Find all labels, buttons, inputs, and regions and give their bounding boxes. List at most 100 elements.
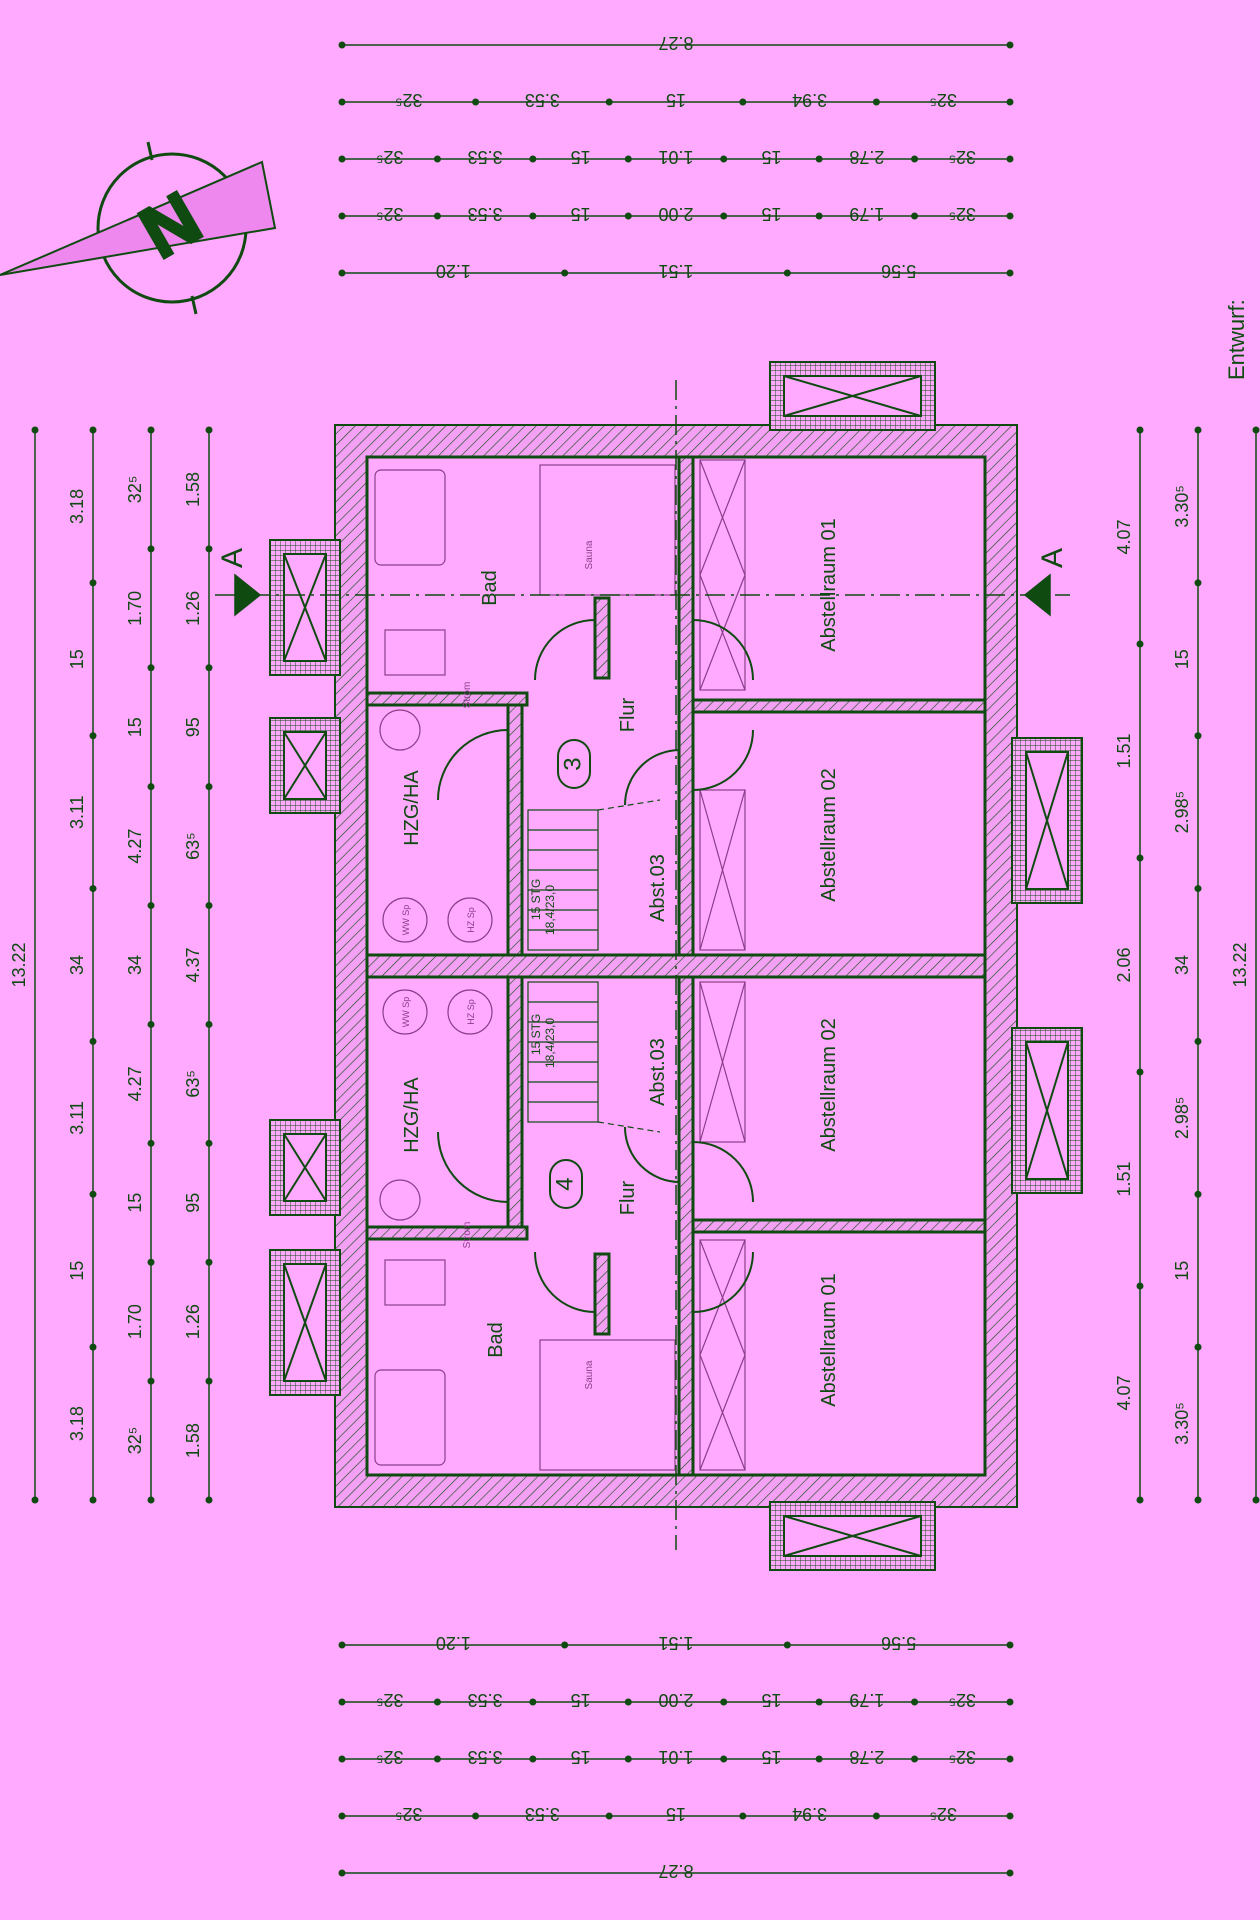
unit-badge-3: 3 (557, 739, 591, 789)
section-marker-right: A (1036, 548, 1069, 568)
top-dim-tick (561, 269, 569, 277)
bottom-dim-label: 15 (666, 1804, 686, 1824)
top-dim-tick (815, 155, 823, 163)
top-dim-label: 32⁵ (929, 90, 956, 110)
dimension-chains: 8.2732⁵3.94153.5332⁵32⁵2.78151.01153.533… (9, 33, 1260, 1881)
left-dim-tick (31, 1496, 39, 1504)
bottom-dim-tick (1006, 1812, 1014, 1820)
room-storage-b-4: Abstellraum 02 (818, 1018, 840, 1151)
left-dim-tick (89, 732, 97, 740)
top-dim-tick (1006, 269, 1014, 277)
left-dim-label: 3.18 (67, 489, 87, 524)
room-storage-a-4: Abstellraum 01 (818, 1273, 840, 1406)
bottom-dim-label: 32⁵ (395, 1804, 422, 1824)
section-marker-left: A (216, 548, 249, 568)
bottom-dim-label: 1.01 (658, 1747, 693, 1767)
right-dim-label: 2.98⁵ (1172, 1097, 1192, 1140)
left-dim-label: 1.26 (183, 591, 203, 626)
right-dim-tick (1194, 1037, 1202, 1045)
fixture-hz-tank-top: HZ Sp (466, 907, 476, 933)
right-dim-label: 34 (1172, 955, 1192, 975)
left-dim-label: 34 (67, 955, 87, 975)
right-dim-tick (1194, 1496, 1202, 1504)
room-bath-3: Bad (479, 570, 501, 606)
top-dim-tick (529, 212, 537, 220)
fixture-storage-cab-top: Strom (462, 682, 473, 709)
right-dim-tick (1252, 426, 1260, 434)
bottom-dim-tick (1006, 1698, 1014, 1706)
bottom-dim-label: 1.79 (849, 1690, 884, 1710)
top-dim-tick (338, 212, 346, 220)
left-dim-tick (147, 1139, 155, 1147)
bottom-dim-tick (720, 1755, 728, 1763)
bottom-dim-tick (605, 1812, 613, 1820)
bottom-dim-tick (624, 1698, 632, 1706)
top-dim-tick (1006, 155, 1014, 163)
bottom-dim-tick (433, 1755, 441, 1763)
left-dim-label: 15 (125, 717, 145, 737)
left-dim-label: 1.58 (183, 472, 203, 507)
left-dim-label: 1.70 (125, 1304, 145, 1339)
top-dim-label: 32⁵ (395, 90, 422, 110)
left-dim-tick (89, 579, 97, 587)
bottom-dim-label: 15 (571, 1690, 591, 1710)
top-dim-tick (911, 212, 919, 220)
left-dim-tick (147, 1258, 155, 1266)
fixture-storage-cab-bottom: Strom (462, 1222, 473, 1249)
bottom-dim-tick (1006, 1869, 1014, 1877)
top-dim-label: 1.79 (849, 204, 884, 224)
bottom-dim-tick (1006, 1755, 1014, 1763)
right-dim-tick (1194, 1190, 1202, 1198)
top-dim-tick (720, 155, 728, 163)
fixture-ww-tank-top: WW Sp (401, 905, 411, 936)
top-dim-label: 3.53 (468, 147, 503, 167)
unit-number-3: 3 (559, 757, 586, 770)
right-dim-label: 2.06 (1114, 947, 1134, 982)
room-bath-4: Bad (485, 1322, 507, 1358)
left-dim-label: 63⁵ (183, 832, 203, 859)
top-dim-tick (338, 269, 346, 277)
top-dim-label: 3.94 (792, 90, 827, 110)
stair-steps-3: 15 STG (529, 879, 543, 920)
left-dim-tick (205, 426, 213, 434)
stair-ratio-4: 18,4/23,0 (543, 1018, 557, 1068)
bottom-dim-label: 32⁵ (929, 1804, 956, 1824)
top-dim-tick (624, 155, 632, 163)
top-dim-tick (472, 98, 480, 106)
bottom-dim-label: 15 (761, 1747, 781, 1767)
top-dim-label: 2.00 (658, 204, 693, 224)
right-dim-tick (1136, 640, 1144, 648)
top-dim-tick (911, 155, 919, 163)
top-dim-tick (1006, 212, 1014, 220)
left-dim-tick (205, 1496, 213, 1504)
fixture-sauna-top: Sauna (584, 540, 595, 569)
left-dim-label: 32⁵ (125, 476, 145, 503)
unit-number-4: 4 (551, 1177, 578, 1190)
top-dim-label: 15 (761, 147, 781, 167)
right-dim-label: 4.07 (1114, 519, 1134, 554)
top-dim-tick (739, 98, 747, 106)
room-labels: Bad HZG/HA Flur Abst.03 Abstellraum 01 A… (401, 518, 840, 1406)
top-dim-label: 15 (666, 90, 686, 110)
left-dim-tick (89, 426, 97, 434)
right-dim-tick (1194, 579, 1202, 587)
bottom-dim-label: 5.56 (881, 1633, 916, 1653)
bottom-dim-tick (338, 1641, 346, 1649)
bottom-dim-label: 3.53 (525, 1804, 560, 1824)
fixture-ww-tank-bottom: WW Sp (401, 997, 411, 1028)
bottom-dim-label: 3.94 (792, 1804, 827, 1824)
right-dim-tick (1136, 1282, 1144, 1290)
bottom-dim-tick (529, 1755, 537, 1763)
left-dim-label: 3.18 (67, 1406, 87, 1441)
left-dim-label: 4.27 (125, 829, 145, 864)
right-dim-tick (1252, 1496, 1260, 1504)
left-dim-tick (205, 783, 213, 791)
top-dim-tick (433, 155, 441, 163)
section-line (215, 380, 1070, 1550)
left-dim-label: 1.58 (183, 1423, 203, 1458)
stair-ratio-3: 18,4/23,0 (543, 885, 557, 935)
top-dim-label: 1.01 (658, 147, 693, 167)
bottom-dim-tick (561, 1641, 569, 1649)
top-dim-label: 32⁵ (376, 147, 403, 167)
bottom-dim-label: 1.51 (658, 1633, 693, 1653)
